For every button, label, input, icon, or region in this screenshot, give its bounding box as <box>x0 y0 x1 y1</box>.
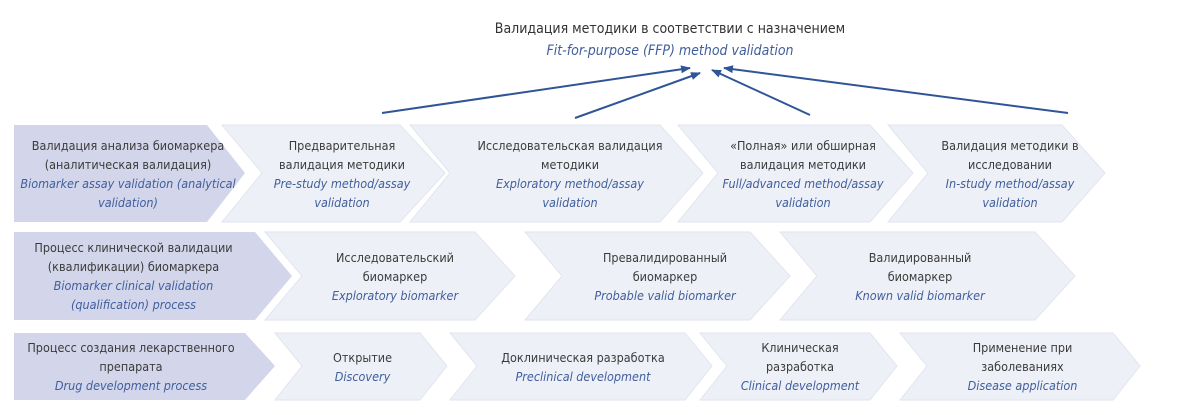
step-en: Exploratory method/assay validation <box>496 175 644 210</box>
row2-step2: Превалидированный биомаркер Probable val… <box>570 232 760 320</box>
row2-header-shape <box>14 232 292 320</box>
row3-header: Процесс создания лекарственного препарат… <box>16 333 246 400</box>
step-ru: Исследовательский биомаркер <box>336 249 454 284</box>
row2-header: Процесс клинической валидации (квалифика… <box>16 232 251 320</box>
row3-header-ru: Процесс создания лекарственного препарат… <box>27 340 235 374</box>
step-ru: Валидация методики в исследовании <box>941 137 1079 172</box>
row3-step2: Доклиническая разработка Preclinical dev… <box>478 333 688 400</box>
row2-step1: Исследовательский биомаркер Exploratory … <box>305 232 485 320</box>
step-en: Pre-study method/assay validation <box>273 175 411 210</box>
row1-step1: Предварительная валидация методики Pre-s… <box>262 125 422 222</box>
row1-step2-shape <box>408 124 704 223</box>
row3-step4-shape <box>898 332 1141 401</box>
step-en: Clinical development <box>740 378 860 393</box>
step-en: Known valid biomarker <box>855 287 985 303</box>
row3-header-en: Drug development process <box>54 378 208 393</box>
arrow-instudy <box>723 65 1069 114</box>
row3-header-shape <box>14 333 275 400</box>
row1-step3-shape <box>676 124 914 223</box>
step-en: Disease application <box>967 378 1078 393</box>
row3-step1: Открытие Discovery <box>300 333 425 400</box>
step-en: Preclinical development <box>515 368 651 384</box>
row3-step2-shape <box>448 332 713 401</box>
step-ru: «Полная» или обширная валидация методики <box>730 137 876 172</box>
arrow-exploratory <box>574 72 701 119</box>
row1-step1-shape <box>220 124 446 223</box>
step-ru: Исследовательская валидация методики <box>477 137 663 172</box>
step-ru: Доклиническая разработка <box>501 349 665 365</box>
row1-step4: Валидация методики в исследовании In-stu… <box>935 125 1085 222</box>
row1-header-en: Biomarker assay validation (analytical v… <box>20 175 236 210</box>
row2-header-ru: Процесс клинической валидации (квалифика… <box>34 240 233 274</box>
title-en: Fit-for-purpose (FFP) method validation <box>546 43 794 59</box>
row1-step2: Исследовательская валидация методики Exp… <box>470 125 670 222</box>
step-ru: Клиническая разработка <box>761 340 839 374</box>
step-en: Exploratory biomarker <box>331 287 459 303</box>
row3-step3-shape <box>698 332 898 401</box>
step-en: Probable valid biomarker <box>594 287 736 303</box>
row1-step3: «Полная» или обширная валидация методики… <box>718 125 888 222</box>
row2-step1-shape <box>263 231 516 321</box>
step-ru: Предварительная валидация методики <box>279 137 405 172</box>
step-ru: Валидированный биомаркер <box>868 249 972 284</box>
row3-step3: Клиническая разработка Clinical developm… <box>730 333 870 400</box>
step-en: In-study method/assay validation <box>945 175 1075 210</box>
step-en: Full/advanced method/assay validation <box>722 175 884 210</box>
row1-header-shape <box>14 125 245 222</box>
arrow-full <box>711 69 811 116</box>
row2-header-en: Biomarker clinical validation (qualifica… <box>53 278 214 312</box>
step-ru: Открытие <box>333 349 392 365</box>
title-ru: Валидация методики в соответствии с назн… <box>494 21 846 37</box>
row1-header-ru: Валидация анализа биомаркера (аналитичес… <box>31 137 225 172</box>
ffp-title: Валидация методики в соответствии с назн… <box>440 18 900 62</box>
row1-header: Валидация анализа биомаркера (аналитичес… <box>18 125 238 222</box>
row2-step2-shape <box>523 231 791 321</box>
step-en: Discovery <box>334 368 391 384</box>
row2-step3: Валидированный биомаркер Known valid bio… <box>835 232 1005 320</box>
step-ru: Применение при заболеваниях <box>972 340 1073 374</box>
row1-step4-shape <box>886 124 1106 223</box>
arrow-prestudy <box>381 65 691 114</box>
row3-step4: Применение при заболеваниях Disease appl… <box>930 333 1115 400</box>
step-ru: Превалидированный биомаркер <box>602 249 728 284</box>
row2-step3-shape <box>778 231 1076 321</box>
row3-step1-shape <box>273 332 448 401</box>
